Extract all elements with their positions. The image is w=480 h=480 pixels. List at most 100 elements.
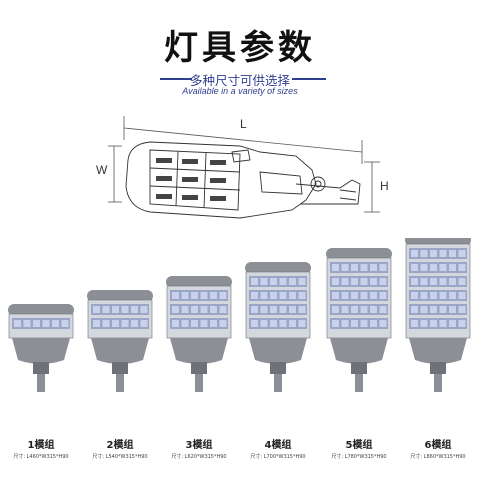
lamp-mount — [112, 362, 128, 374]
led-chip — [279, 292, 287, 299]
led-chip — [270, 278, 277, 285]
led-module — [330, 276, 388, 287]
lamp-variant-2 — [87, 290, 153, 392]
led-chip — [370, 292, 377, 299]
lamp-driver-housing — [170, 338, 228, 364]
variant-label-5: 5模组 — [345, 440, 373, 451]
led-module — [170, 318, 228, 329]
led-chip — [430, 320, 437, 327]
led-chip — [289, 306, 296, 313]
led-chip — [458, 306, 466, 313]
led-chip — [439, 278, 447, 285]
led-chip — [341, 278, 349, 285]
led-chip — [260, 306, 268, 313]
led-chip — [411, 292, 418, 299]
led-chip — [298, 306, 306, 313]
led-chip — [411, 264, 418, 271]
subtitle-chinese: 多种尺寸可供选择 — [189, 73, 290, 88]
led-chip — [341, 306, 349, 313]
lamp-mount — [191, 362, 207, 374]
lamp-line-drawing — [125, 141, 361, 219]
led-chip — [289, 292, 296, 299]
led-chip — [112, 306, 119, 313]
led-chip — [430, 278, 437, 285]
led-chip — [219, 320, 227, 327]
led-chip — [260, 278, 268, 285]
led-chip — [332, 320, 339, 327]
led-chip — [279, 320, 287, 327]
led-chip — [420, 292, 428, 299]
led-chip — [458, 264, 466, 271]
led-module — [170, 290, 228, 301]
variant-size-5: 尺寸: L780*W315*H90 — [331, 454, 387, 460]
led-chip — [251, 292, 258, 299]
led-chip — [181, 306, 189, 313]
led-chip — [219, 306, 227, 313]
led-chip — [52, 320, 59, 327]
led-chip — [370, 320, 377, 327]
led-chip — [430, 292, 437, 299]
led-chip — [411, 320, 418, 327]
led-chip — [298, 278, 306, 285]
led-chip — [121, 320, 129, 327]
lamp-cap — [87, 290, 153, 302]
led-chip — [140, 320, 148, 327]
variant-label-4: 4模组 — [264, 440, 292, 451]
led-module — [409, 276, 467, 287]
length-label: L — [240, 117, 247, 131]
lamp-cap — [8, 304, 74, 316]
variant-label-1: 1模组 — [27, 440, 55, 451]
led-chip — [420, 264, 428, 271]
led-chip — [172, 320, 179, 327]
lamp-variant-1 — [8, 304, 74, 392]
page-title: 灯具参数 — [164, 28, 316, 68]
led-chip — [379, 278, 387, 285]
led-chip — [42, 320, 50, 327]
lamp-cap — [166, 276, 232, 288]
variant-label-3: 3模组 — [185, 440, 213, 451]
led-module — [409, 262, 467, 273]
led-chip — [33, 320, 40, 327]
led-module — [409, 290, 467, 301]
lamp-variants — [8, 238, 471, 392]
lamp-driver-housing — [409, 338, 467, 364]
l-dim-line — [123, 127, 363, 153]
led-module — [330, 290, 388, 301]
variant-size-2: 尺寸: L540*W315*H90 — [92, 454, 148, 460]
led-chip — [260, 292, 268, 299]
lamp-variant-6 — [405, 238, 471, 392]
lamp-variant-3 — [166, 276, 232, 392]
subtitle-row: 多种尺寸可供选择 — [0, 70, 480, 88]
led-chip — [200, 292, 208, 299]
variant-size-3: 尺寸: L620*W315*H90 — [171, 454, 227, 460]
led-module — [249, 318, 307, 329]
led-chip — [140, 306, 148, 313]
led-chip — [289, 320, 296, 327]
led-module — [12, 318, 70, 329]
variant-label-2: 2模组 — [106, 440, 134, 451]
led-chip — [351, 320, 358, 327]
led-chip — [61, 320, 69, 327]
led-chip — [449, 306, 456, 313]
led-chip — [200, 320, 208, 327]
led-module — [330, 262, 388, 273]
led-chip — [360, 306, 368, 313]
led-chip — [23, 320, 31, 327]
led-chip — [172, 292, 179, 299]
led-chip — [449, 320, 456, 327]
led-chip — [420, 306, 428, 313]
lamp-mount — [270, 362, 286, 374]
led-chip — [200, 306, 208, 313]
led-chip — [332, 306, 339, 313]
led-chip — [430, 264, 437, 271]
led-module — [170, 304, 228, 315]
lamp-variant-5 — [326, 248, 392, 392]
lamp-led-grid — [156, 158, 226, 201]
led-chip — [279, 278, 287, 285]
led-chip — [379, 292, 387, 299]
led-chip — [93, 306, 100, 313]
led-chip — [131, 306, 138, 313]
variant-label-6: 6模组 — [424, 440, 452, 451]
led-chip — [332, 264, 339, 271]
led-chip — [289, 278, 296, 285]
